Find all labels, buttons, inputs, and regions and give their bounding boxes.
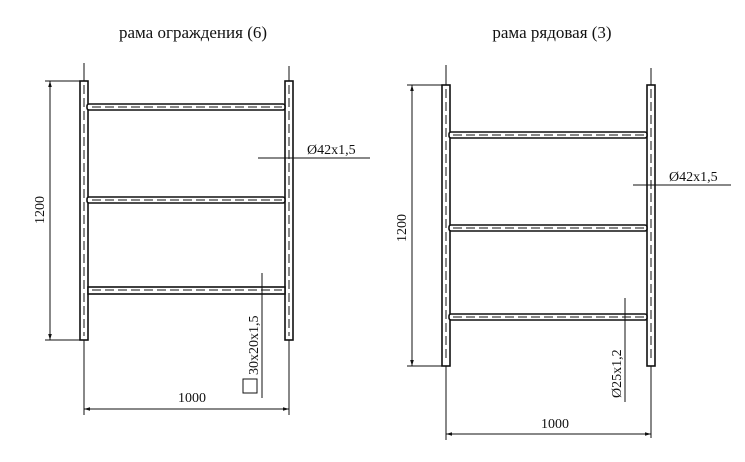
width-dimension: 1000 (541, 417, 569, 432)
standard-frame-drawing: рама рядовая (3) 1200 1000 Ø42x1,5 Ø25x1… (395, 23, 731, 440)
guard-frame-title: рама ограждения (6) (119, 23, 267, 42)
height-dimension: 1200 (395, 214, 410, 242)
post-callout: Ø42x1,5 (307, 143, 356, 158)
width-dimension: 1000 (178, 391, 206, 406)
rail-callout: Ø25x1,2 (610, 349, 625, 398)
guard-frame-drawing: рама ограждения (6) 1200 1000 Ø42x1,5 30… (33, 23, 370, 415)
square-profile-icon (242, 378, 258, 394)
rail-callout: 30x20x1,5 (247, 316, 262, 376)
post-callout: Ø42x1,5 (669, 170, 718, 185)
height-dimension: 1200 (33, 196, 48, 224)
standard-frame-title: рама рядовая (3) (492, 23, 611, 42)
